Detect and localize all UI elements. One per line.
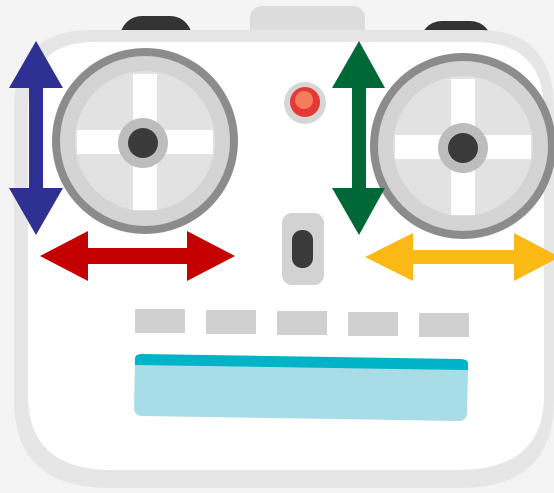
key-2 xyxy=(206,310,256,334)
key-1 xyxy=(135,309,185,333)
left-control-stick-icon xyxy=(52,48,238,234)
key-3 xyxy=(277,311,327,335)
power-led-icon xyxy=(284,82,326,124)
lcd-screen-icon xyxy=(134,354,468,421)
right-control-stick-icon xyxy=(370,53,554,239)
toggle-switch-icon xyxy=(282,213,324,285)
key-4 xyxy=(348,312,398,336)
key-5 xyxy=(419,313,469,337)
